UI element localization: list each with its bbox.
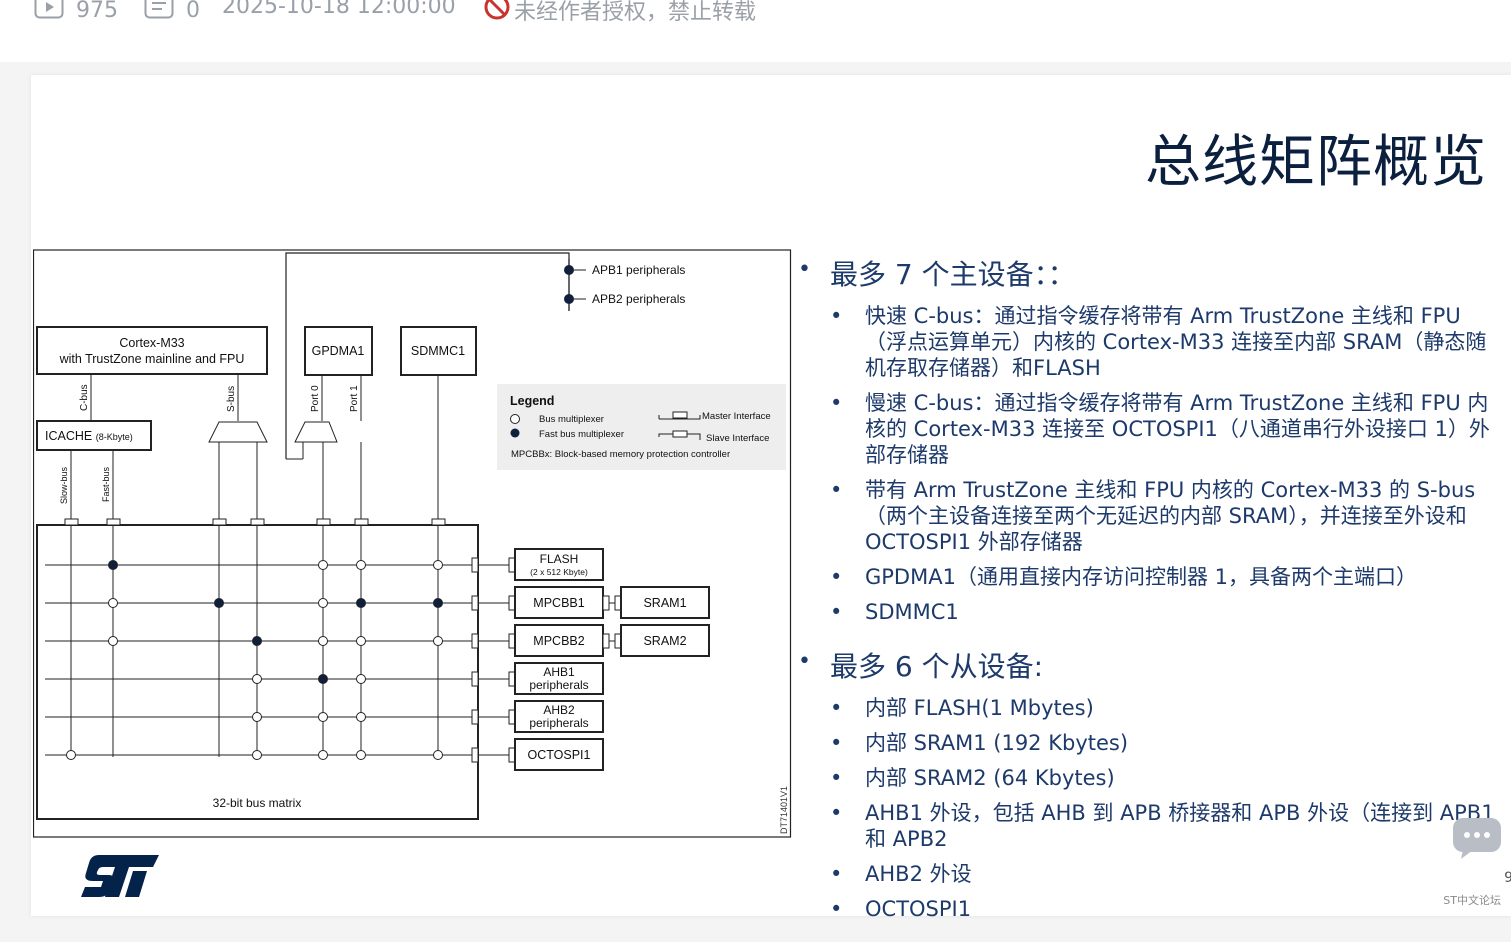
comments-count: 0 [186,0,200,23]
list-item: •内部 SRAM1 (192 Kbytes) [830,731,1129,755]
watermark: ST中文论坛 [1443,894,1501,907]
gpdma1-box [304,326,373,376]
sbus-multiplexer [208,421,268,443]
apb1-label: APB1 peripherals [592,263,685,277]
ahb1-label: AHB1 [543,665,575,679]
views-count: 975 [76,0,118,23]
port1-label: Port 1 [349,385,360,412]
sdmmc1-label: SDMMC1 [411,344,465,358]
repost-notice-text: 未经作者授权，禁止转载 [514,0,757,25]
legend-fast-mux: Fast bus multiplexer [539,429,624,440]
icache-box [36,420,152,451]
play-icon [34,0,64,26]
bus-matrix-label: 32-bit bus matrix [213,796,302,810]
list-item: •带有 Arm TrustZone 主线和 FPU 内核的 Cortex-M33… [830,478,1476,554]
cortex-m33-box [36,326,268,375]
sram2-label: SRAM2 [643,634,686,648]
meta-bar: 975 0 2025-10-18 12:00:00 未经作者授权，禁止转载 [0,0,1511,62]
octospi1-label: OCTOSPI1 [528,748,591,762]
list-item: •GPDMA1（通用直接内存访问控制器 1，具备两个主端口） [830,565,1417,589]
legend-master: Master Interface [702,411,771,422]
legend-fast-mux-symbol [510,428,520,438]
legend-bus-mux-symbol [510,414,520,424]
views-stat: 975 [34,0,118,26]
slide: 总线矩阵概览 APB1 peripherals APB2 peripherals… [31,75,1511,921]
bus-matrix-diagram: APB1 peripherals APB2 peripherals Cortex… [33,249,792,838]
list-item: •慢速 C-bus：通过指令缓存将带有 Arm TrustZone 主线和 FP… [830,391,1490,467]
sram1-box [620,586,710,619]
publish-datetime: 2025-10-18 12:00:00 [222,0,456,19]
ahb2-label: AHB2 [543,703,575,717]
list-item: •内部 SRAM2 (64 Kbytes) [830,766,1115,790]
sram1-label: SRAM1 [643,596,686,610]
chat-icon[interactable] [1451,816,1503,860]
fastbus-label: Fast-bus [101,466,111,502]
st-logo [81,855,159,897]
section-heading: •最多 6 个从设备: [798,649,1044,683]
list-item: •AHB2 外设 [830,862,972,886]
flash-box [514,548,604,581]
section-heading: •最多 7 个主设备：： [798,257,1076,291]
legend-mpcbb: MPCBBx: Block-based memory protection co… [511,449,730,460]
gpdma-multiplexer [294,421,338,443]
legend-title: Legend [510,394,554,408]
list-item: •内部 FLASH(1 Mbytes) [830,696,1094,720]
octospi1-box [514,738,604,771]
mpcbb2-label: MPCBB2 [533,634,584,648]
chat-widget[interactable] [1451,816,1503,864]
comments-stat: 0 [144,0,200,26]
flash-label: FLASH [540,552,579,566]
mpcbb1-box [514,586,604,619]
slide-title: 总线矩阵概览 [1145,130,1487,195]
legend-bus-mux: Bus multiplexer [539,414,604,425]
comment-icon [144,0,174,26]
sbus-label: S-bus [226,386,237,412]
flash-size: (2 x 512 Kbyte) [530,567,588,577]
ahb1-sublabel: peripherals [529,678,588,692]
forbidden-icon [484,0,510,26]
page-number: 9 [1504,870,1511,886]
ahb2-box [514,700,604,733]
repost-notice: 未经作者授权，禁止转载 [484,0,756,26]
legend-slave: Slave Interface [706,433,769,444]
ahb2-sublabel: peripherals [529,716,588,730]
list-item: •AHB1 外设，包括 AHB 到 APB 桥接器和 APB 外设（连接到 AP… [830,801,1495,851]
apb2-label: APB2 peripherals [592,292,685,306]
doc-id: DT71401V1 [779,786,789,834]
gpdma1-label: GPDMA1 [312,344,365,358]
sram2-box [620,624,710,657]
legend-master-symbol [658,415,701,420]
bullet-list: •最多 7 个主设备：： •快速 C-bus：通过指令缓存将带有 Arm Tru… [798,253,1498,942]
cbus-label: C-bus [79,384,90,411]
cortex-subtitle: with TrustZone mainline and FPU [59,352,245,366]
cortex-title: Cortex-M33 [119,336,184,350]
slowbus-label: Slow-bus [59,466,69,504]
legend-box [497,384,786,470]
icache-label: ICACHE (8-Kbyte) [45,429,133,443]
mpcbb1-label: MPCBB1 [533,596,584,610]
list-item: •快速 C-bus：通过指令缓存将带有 Arm TrustZone 主线和 FP… [830,304,1487,380]
port0-label: Port 0 [310,385,321,412]
list-item: •OCTOSPI1 [830,897,972,921]
ahb1-box [514,662,604,695]
list-item: •SDMMC1 [830,600,959,624]
